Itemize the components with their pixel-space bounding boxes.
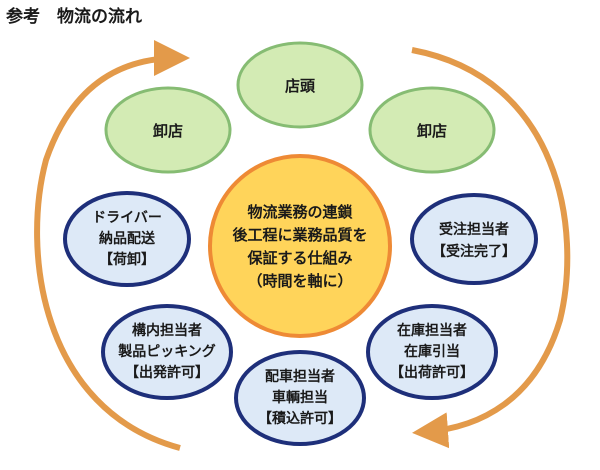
node-warehouse-staff: 在庫担当者 在庫引当 【出荷許可】 — [366, 304, 498, 400]
node-dispatch-staff-line-3: 【積込許可】 — [258, 410, 342, 427]
node-order-staff-line-1: 受注担当者 — [439, 221, 509, 238]
node-right-wholesaler: 卸店 — [368, 86, 496, 174]
node-top-store-label: 店頭 — [285, 77, 316, 95]
center-line-4: （時間を軸に） — [247, 272, 352, 290]
node-warehouse-staff-line-3: 【出荷許可】 — [390, 364, 474, 381]
node-driver-line-2: 納品配送 — [99, 230, 156, 247]
node-dispatch-staff-line-1: 配車担当者 — [265, 368, 335, 385]
node-picking-staff-line-1: 構内担当者 — [132, 322, 202, 339]
page-title: 参考 物流の流れ — [6, 6, 142, 27]
node-right-wholesaler-label: 卸店 — [417, 122, 447, 140]
node-left-wholesaler: 卸店 — [104, 86, 232, 174]
top-arrow — [34, 40, 190, 451]
node-driver-line-3: 【荷卸】 — [99, 251, 155, 268]
node-picking-staff-line-2: 製品ピッキング — [117, 343, 216, 360]
center-line-1: 物流業務の連鎖 — [247, 203, 353, 221]
center-node: 物流業務の連鎖 後工程に業務品質を 保証する仕組み （時間を軸に） — [208, 154, 392, 338]
node-driver-line-1: ドライバー — [92, 210, 162, 226]
node-left-wholesaler-label: 卸店 — [153, 122, 183, 140]
node-order-staff-line-2: 【受注完了】 — [432, 243, 516, 260]
node-driver: ドライバー 納品配送 【荷卸】 — [63, 191, 191, 287]
node-dispatch-staff: 配車担当者 車輌担当 【積込許可】 — [234, 350, 366, 446]
node-picking-staff: 構内担当者 製品ピッキング 【出発許可】 — [101, 304, 233, 400]
center-line-3: 保証する仕組み — [246, 249, 352, 267]
node-warehouse-staff-line-2: 在庫引当 — [404, 343, 460, 360]
node-picking-staff-line-3: 【出発許可】 — [125, 364, 209, 381]
center-line-2: 後工程に業務品質を — [231, 226, 367, 244]
node-warehouse-staff-line-1: 在庫担当者 — [397, 322, 467, 339]
node-dispatch-staff-line-2: 車輌担当 — [272, 389, 328, 406]
bottom-arrow — [411, 47, 571, 449]
node-top-store: 店頭 — [236, 41, 364, 129]
node-order-staff: 受注担当者 【受注完了】 — [410, 193, 538, 285]
